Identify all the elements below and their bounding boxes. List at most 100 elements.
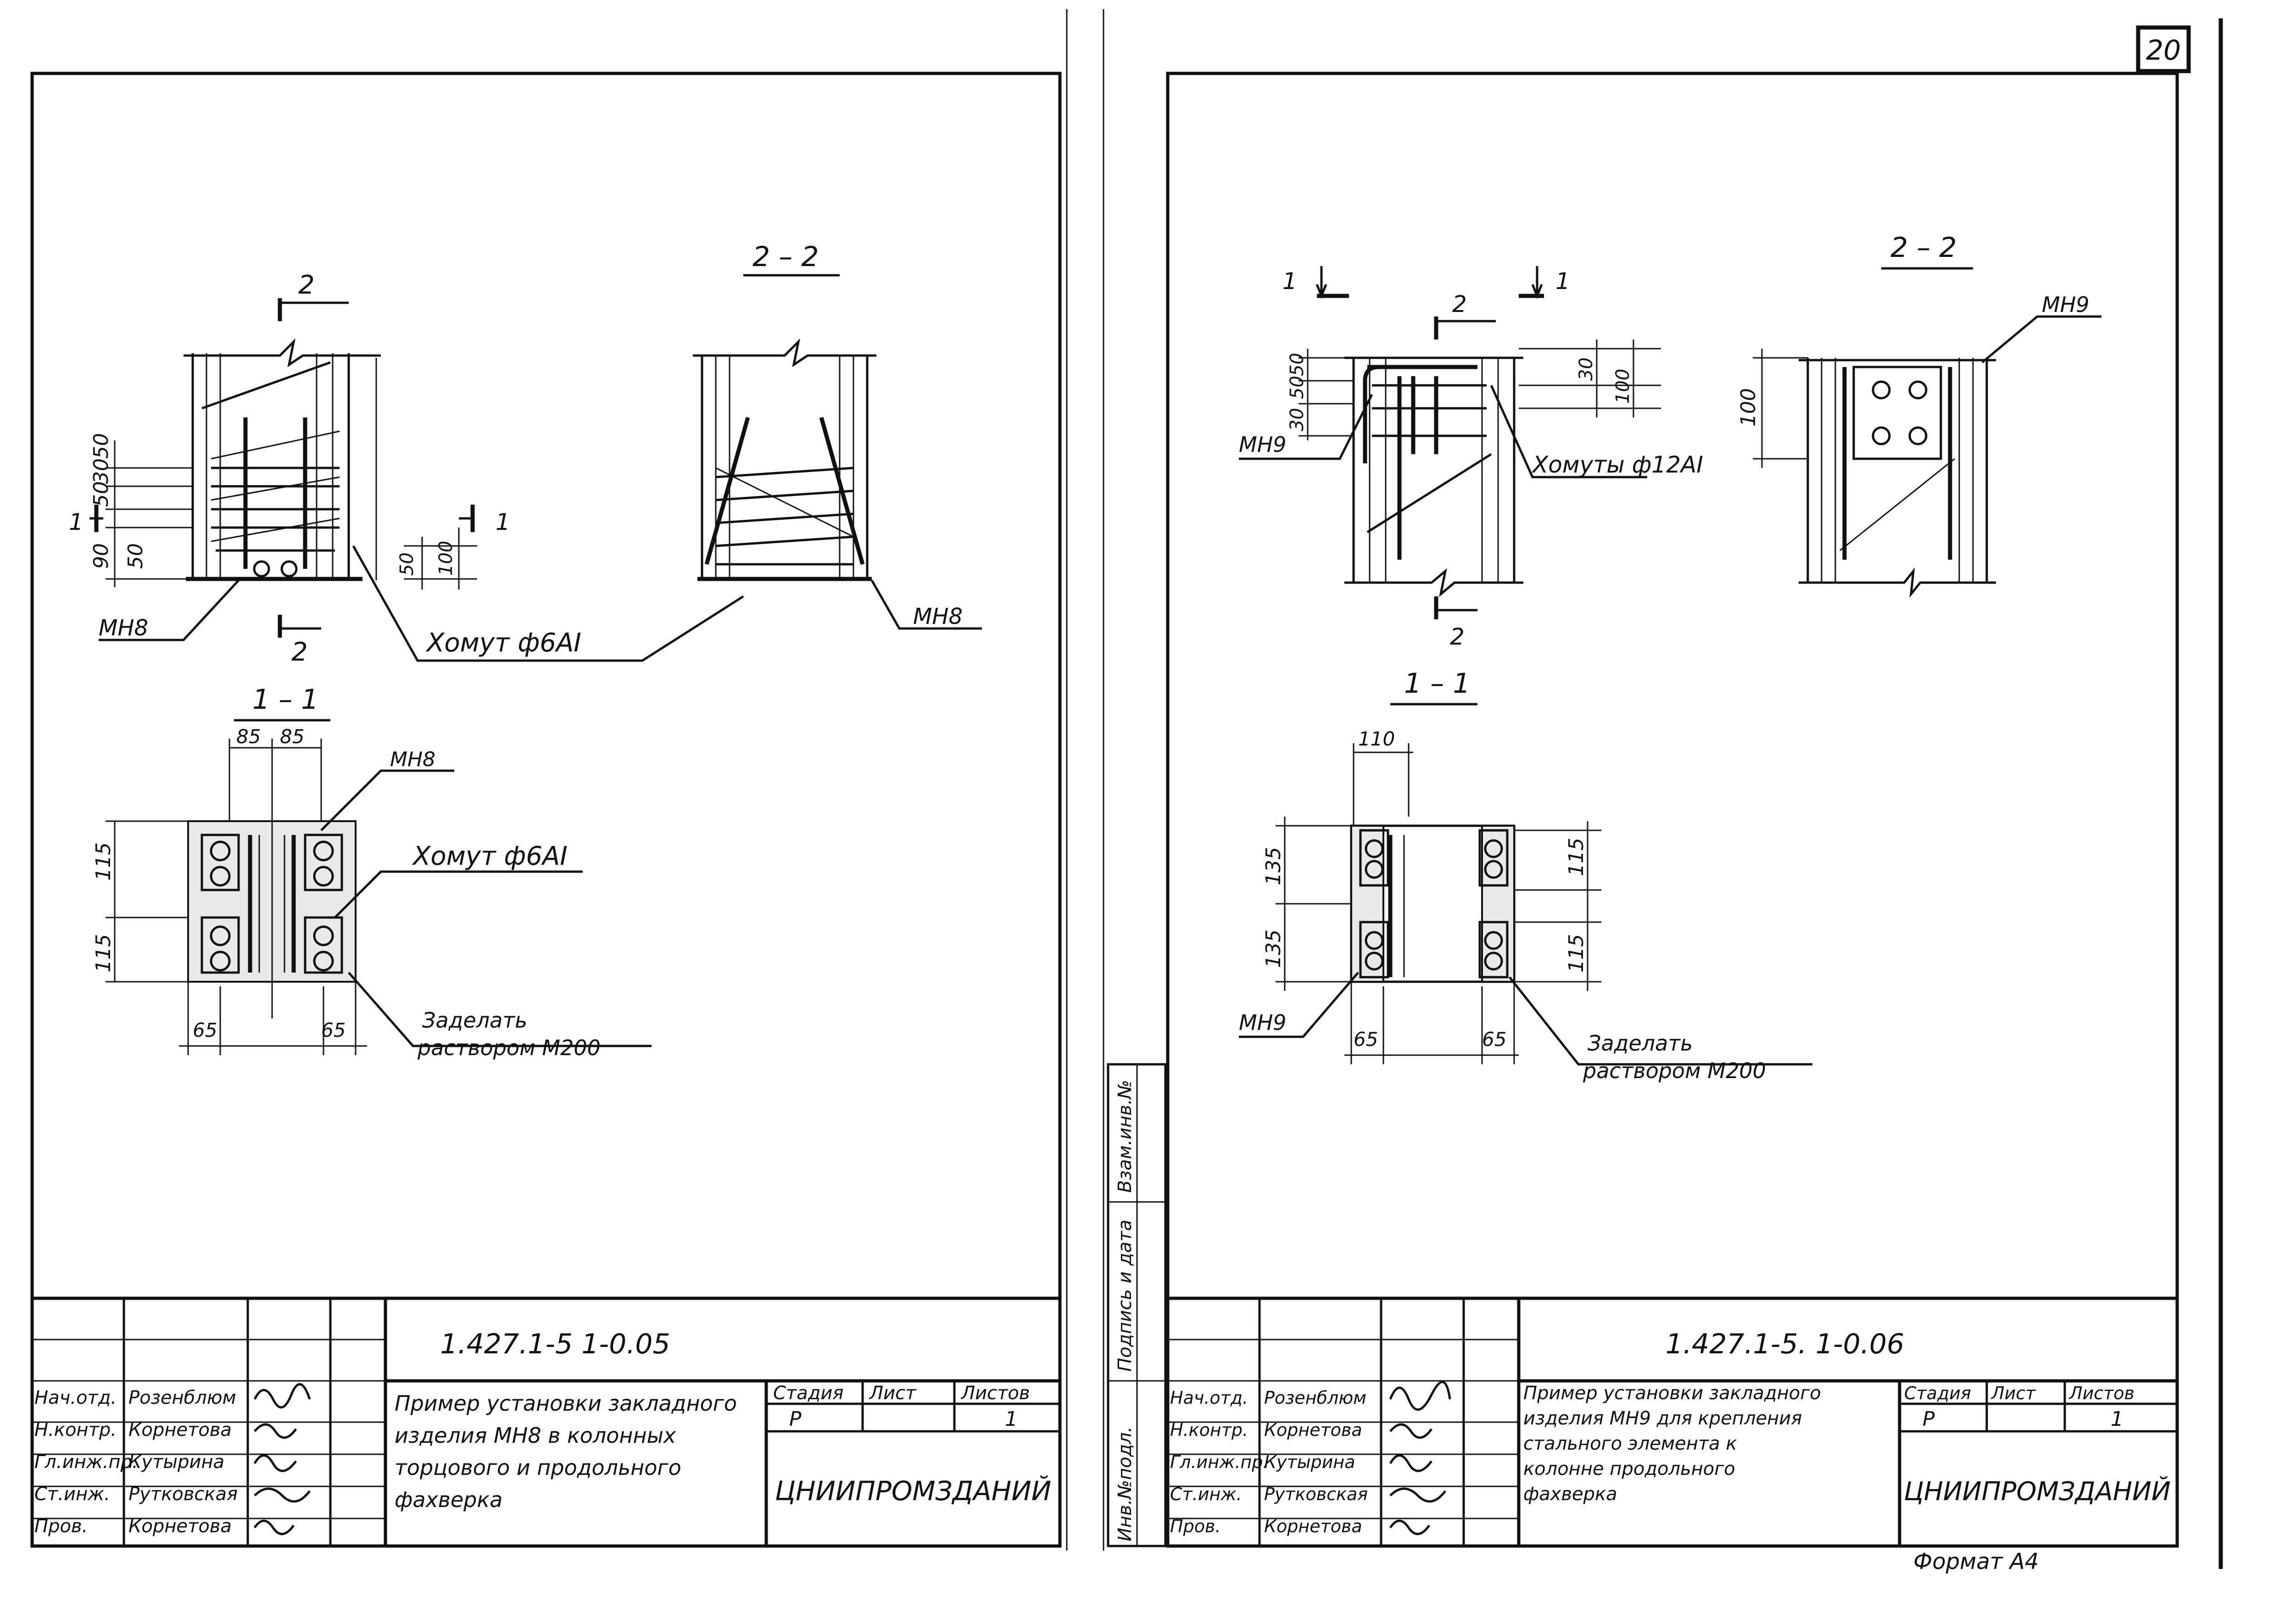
right-role-5: Пров. (1170, 1516, 1221, 1536)
left-title-line-1: Пример установки закладного (395, 1391, 737, 1416)
right-role-4: Ст.инж. (1170, 1484, 1242, 1504)
right-title-block: 1.427.1-5. 1-0.06 Пример установки закла… (1166, 1296, 2179, 1574)
left-dim-p5: 65 (193, 1019, 217, 1041)
left-item-label: МН8 (99, 615, 148, 641)
right-name-3: Кутырина (1264, 1452, 1355, 1472)
right-title-line-4: колонне продольного (1523, 1458, 1735, 1479)
right-sheets-value: 1 (2111, 1407, 2123, 1431)
left-dim-v7: 100 (435, 541, 457, 576)
side-stamp-sign: Подпись и дата (1115, 1220, 1136, 1372)
right-dim-p2: 135 (1262, 847, 1285, 885)
right-clamp-label: Хомуты ф12АI (1531, 451, 1703, 478)
right-name-4: Рутковская (1264, 1484, 1368, 1504)
left-mark-2-top: 2 (298, 270, 315, 300)
left-elevation-view: 2 2 1 1 50 30 50 90 50 (69, 270, 744, 667)
left-section-item-label: МН8 (913, 604, 963, 629)
left-name-3: Кутырина (128, 1452, 224, 1473)
right-drawing-code: 1.427.1-5. 1-0.06 (1666, 1328, 1904, 1360)
left-mark-1-right: 1 (496, 509, 510, 535)
left-role-5: Пров. (34, 1516, 88, 1537)
right-elevation-view: 1 1 2 2 50 50 30 30 (1239, 266, 1703, 650)
right-name-2: Корнетова (1264, 1420, 1362, 1440)
left-sheets-header: Листов (960, 1383, 1030, 1404)
left-grout-label-1: Заделать (422, 1008, 527, 1033)
right-mark-2-top: 2 (1452, 291, 1467, 317)
left-plan-clamp-label: Хомут ф6АI (412, 841, 568, 871)
right-sheet: Инв.№подл. Подпись и дата Взам.инв.№ (1107, 72, 2179, 1574)
right-title-line-3: стального элемента к (1523, 1433, 1737, 1454)
right-side-stamp: Инв.№подл. Подпись и дата Взам.инв.№ (1107, 1063, 1167, 1547)
right-organization: ЦНИИПРОМЗДАНИЙ (1904, 1477, 2171, 1507)
left-title-line-2: изделия МН8 в колонных (395, 1423, 676, 1448)
left-name-5: Корнетова (128, 1516, 232, 1537)
left-dim-v1: 50 (89, 433, 113, 459)
left-role-2: Н.контр. (34, 1419, 117, 1440)
page-number-box: 20 (2136, 25, 2191, 73)
left-dim-v2: 30 (89, 458, 113, 484)
right-signature-marks (1389, 1380, 1451, 1535)
right-section-2-2-title: 2 – 2 (1890, 232, 1957, 264)
right-format-label: Формат А4 (1913, 1549, 2039, 1574)
left-drawing-code: 1.427.1-5 1-0.05 (440, 1328, 670, 1360)
left-mark-2-bottom: 2 (291, 637, 308, 667)
left-dim-p2: 85 (280, 725, 304, 748)
right-sheet-header: Лист (1990, 1383, 2036, 1403)
left-dim-v6: 50 (396, 552, 418, 576)
right-title-line-5: фахверка (1523, 1484, 1617, 1505)
left-mark-1-left: 1 (69, 509, 84, 535)
right-dim-v1: 50 (1287, 353, 1308, 376)
right-name-5: Корнетова (1264, 1516, 1362, 1536)
right-dim-v6: 100 (1737, 388, 1760, 427)
left-stage-header: Стадия (773, 1383, 843, 1404)
left-role-3: Гл.инж.пр. (34, 1452, 138, 1473)
left-plan-item-label: МН8 (390, 748, 435, 771)
right-section-2-2: 2 – 2 100 МН9 (1737, 232, 2101, 598)
right-name-1: Розенблюм (1264, 1388, 1366, 1408)
left-sheets-value: 1 (1005, 1407, 1018, 1431)
left-sheet-header: Лист (869, 1383, 917, 1404)
page-number: 20 (2146, 34, 2181, 67)
left-name-1: Розенблюм (128, 1387, 236, 1408)
side-stamp-inv: Инв.№подл. (1115, 1426, 1136, 1541)
left-title-block: 1.427.1-5 1-0.05 Пример установки заклад… (30, 1296, 1062, 1548)
left-dim-p6: 65 (321, 1019, 346, 1041)
left-role-4: Ст.инж. (34, 1484, 110, 1505)
left-clamp-label: Хомут ф6АI (425, 628, 581, 658)
right-dim-p4: 115 (1565, 838, 1588, 876)
left-section-2-2-title: 2 – 2 (752, 241, 819, 273)
right-dim-v5: 100 (1612, 369, 1633, 404)
right-dim-v2: 50 (1287, 376, 1308, 399)
left-name-2: Корнетова (128, 1419, 232, 1440)
left-section-1-1: 1 – 1 85 85 (92, 684, 652, 1060)
right-section-item-label: МН9 (2042, 292, 2090, 317)
left-dim-v3: 50 (89, 481, 113, 507)
right-dim-v4: 30 (1576, 357, 1597, 381)
left-name-4: Рутковская (128, 1484, 238, 1505)
left-grout-label-2: раствором М200 (417, 1035, 601, 1060)
right-role-2: Н.контр. (1170, 1420, 1248, 1440)
right-role-3: Гл.инж.пр. (1170, 1452, 1268, 1472)
left-dim-p4: 115 (92, 934, 115, 973)
right-item-label: МН9 (1239, 432, 1287, 457)
right-plan-item-label: МН9 (1239, 1010, 1287, 1035)
left-dim-p3: 115 (92, 842, 115, 881)
right-stage-header: Стадия (1904, 1383, 1971, 1403)
left-organization: ЦНИИПРОМЗДАНИЙ (775, 1475, 1051, 1507)
right-grout-label-1: Заделать (1588, 1031, 1693, 1056)
right-section-1-1: 1 – 1 110 135 135 (1239, 667, 1812, 1083)
right-dim-p3: 135 (1262, 929, 1285, 968)
right-title-line-1: Пример установки закладного (1523, 1383, 1821, 1404)
right-grout-label-2: раствором М200 (1583, 1058, 1766, 1083)
right-sheets-header: Листов (2068, 1383, 2135, 1403)
right-mark-2-bottom: 2 (1450, 623, 1465, 650)
right-section-1-1-title: 1 – 1 (1404, 667, 1471, 700)
right-role-1: Нач.отд. (1170, 1388, 1248, 1408)
left-role-1: Нач.отд. (34, 1387, 117, 1408)
right-dim-p1: 110 (1358, 728, 1395, 750)
left-section-1-1-title: 1 – 1 (252, 684, 319, 716)
side-stamp-replace: Взам.инв.№ (1115, 1080, 1136, 1193)
left-sheet: 2 2 1 1 50 30 50 90 50 (30, 72, 1062, 1548)
left-section-2-2: 2 – 2 МН8 (693, 241, 982, 630)
left-dim-p1: 85 (236, 725, 261, 748)
